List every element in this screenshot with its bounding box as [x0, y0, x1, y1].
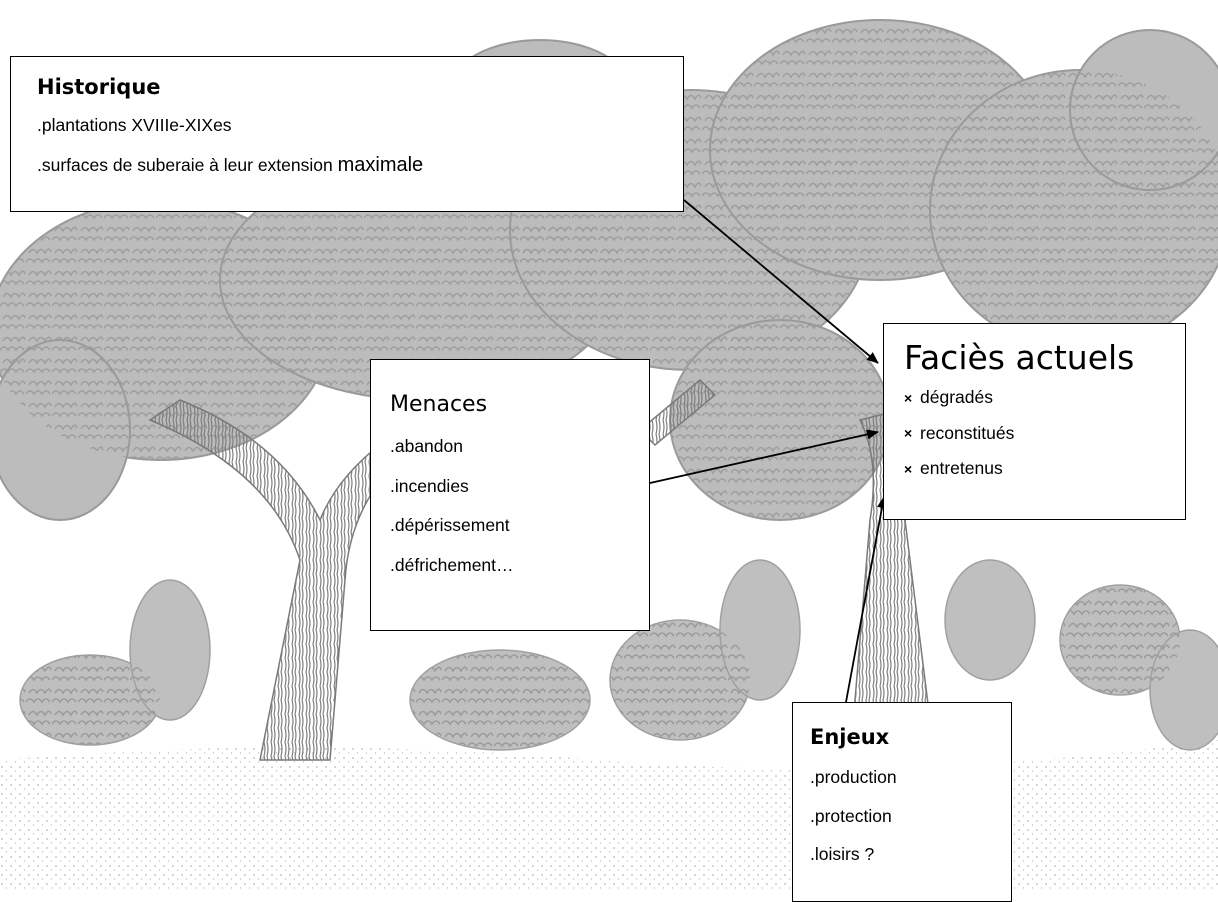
- historique-item: .plantations XVIIIe-XIXes: [37, 117, 683, 135]
- facies-item-label: entretenus: [920, 460, 1003, 478]
- cross-bullet-icon: ×: [904, 391, 920, 405]
- cross-bullet-icon: ×: [904, 426, 920, 440]
- facies-title: Faciès actuels: [904, 338, 1185, 377]
- historique-item-text: .surfaces de suberaie à leur extension: [37, 155, 338, 175]
- enjeux-item: .production: [810, 769, 1011, 787]
- enjeux-item: .protection: [810, 808, 1011, 826]
- historique-title: Historique: [37, 75, 683, 99]
- enjeux-box: Enjeux .production .protection .loisirs …: [792, 702, 1012, 902]
- menaces-item: .abandon: [390, 438, 649, 456]
- historique-item: .surfaces de suberaie à leur extension m…: [37, 155, 683, 175]
- menaces-item: .incendies: [390, 478, 649, 496]
- historique-item-emphasis: maximale: [338, 154, 424, 176]
- menaces-item: .défrichement…: [390, 557, 649, 575]
- historique-box: Historique .plantations XVIIIe-XIXes .su…: [10, 56, 684, 212]
- facies-box: Faciès actuels × dégradés × reconstitués…: [883, 323, 1186, 520]
- facies-item: × entretenus: [904, 460, 1185, 478]
- enjeux-item: .loisirs ?: [810, 846, 1011, 864]
- menaces-item: .dépérissement: [390, 517, 649, 535]
- historique-item-text: .plantations XVIIIe-XIXes: [37, 115, 232, 135]
- menaces-box: Menaces .abandon .incendies .dépérisseme…: [370, 359, 650, 631]
- enjeux-title: Enjeux: [810, 725, 1011, 749]
- ground-area: [0, 740, 1218, 892]
- facies-item: × dégradés: [904, 389, 1185, 407]
- cross-bullet-icon: ×: [904, 462, 920, 476]
- facies-item-label: reconstitués: [920, 425, 1014, 443]
- facies-item-label: dégradés: [920, 389, 993, 407]
- facies-item: × reconstitués: [904, 425, 1185, 443]
- menaces-title: Menaces: [390, 392, 649, 417]
